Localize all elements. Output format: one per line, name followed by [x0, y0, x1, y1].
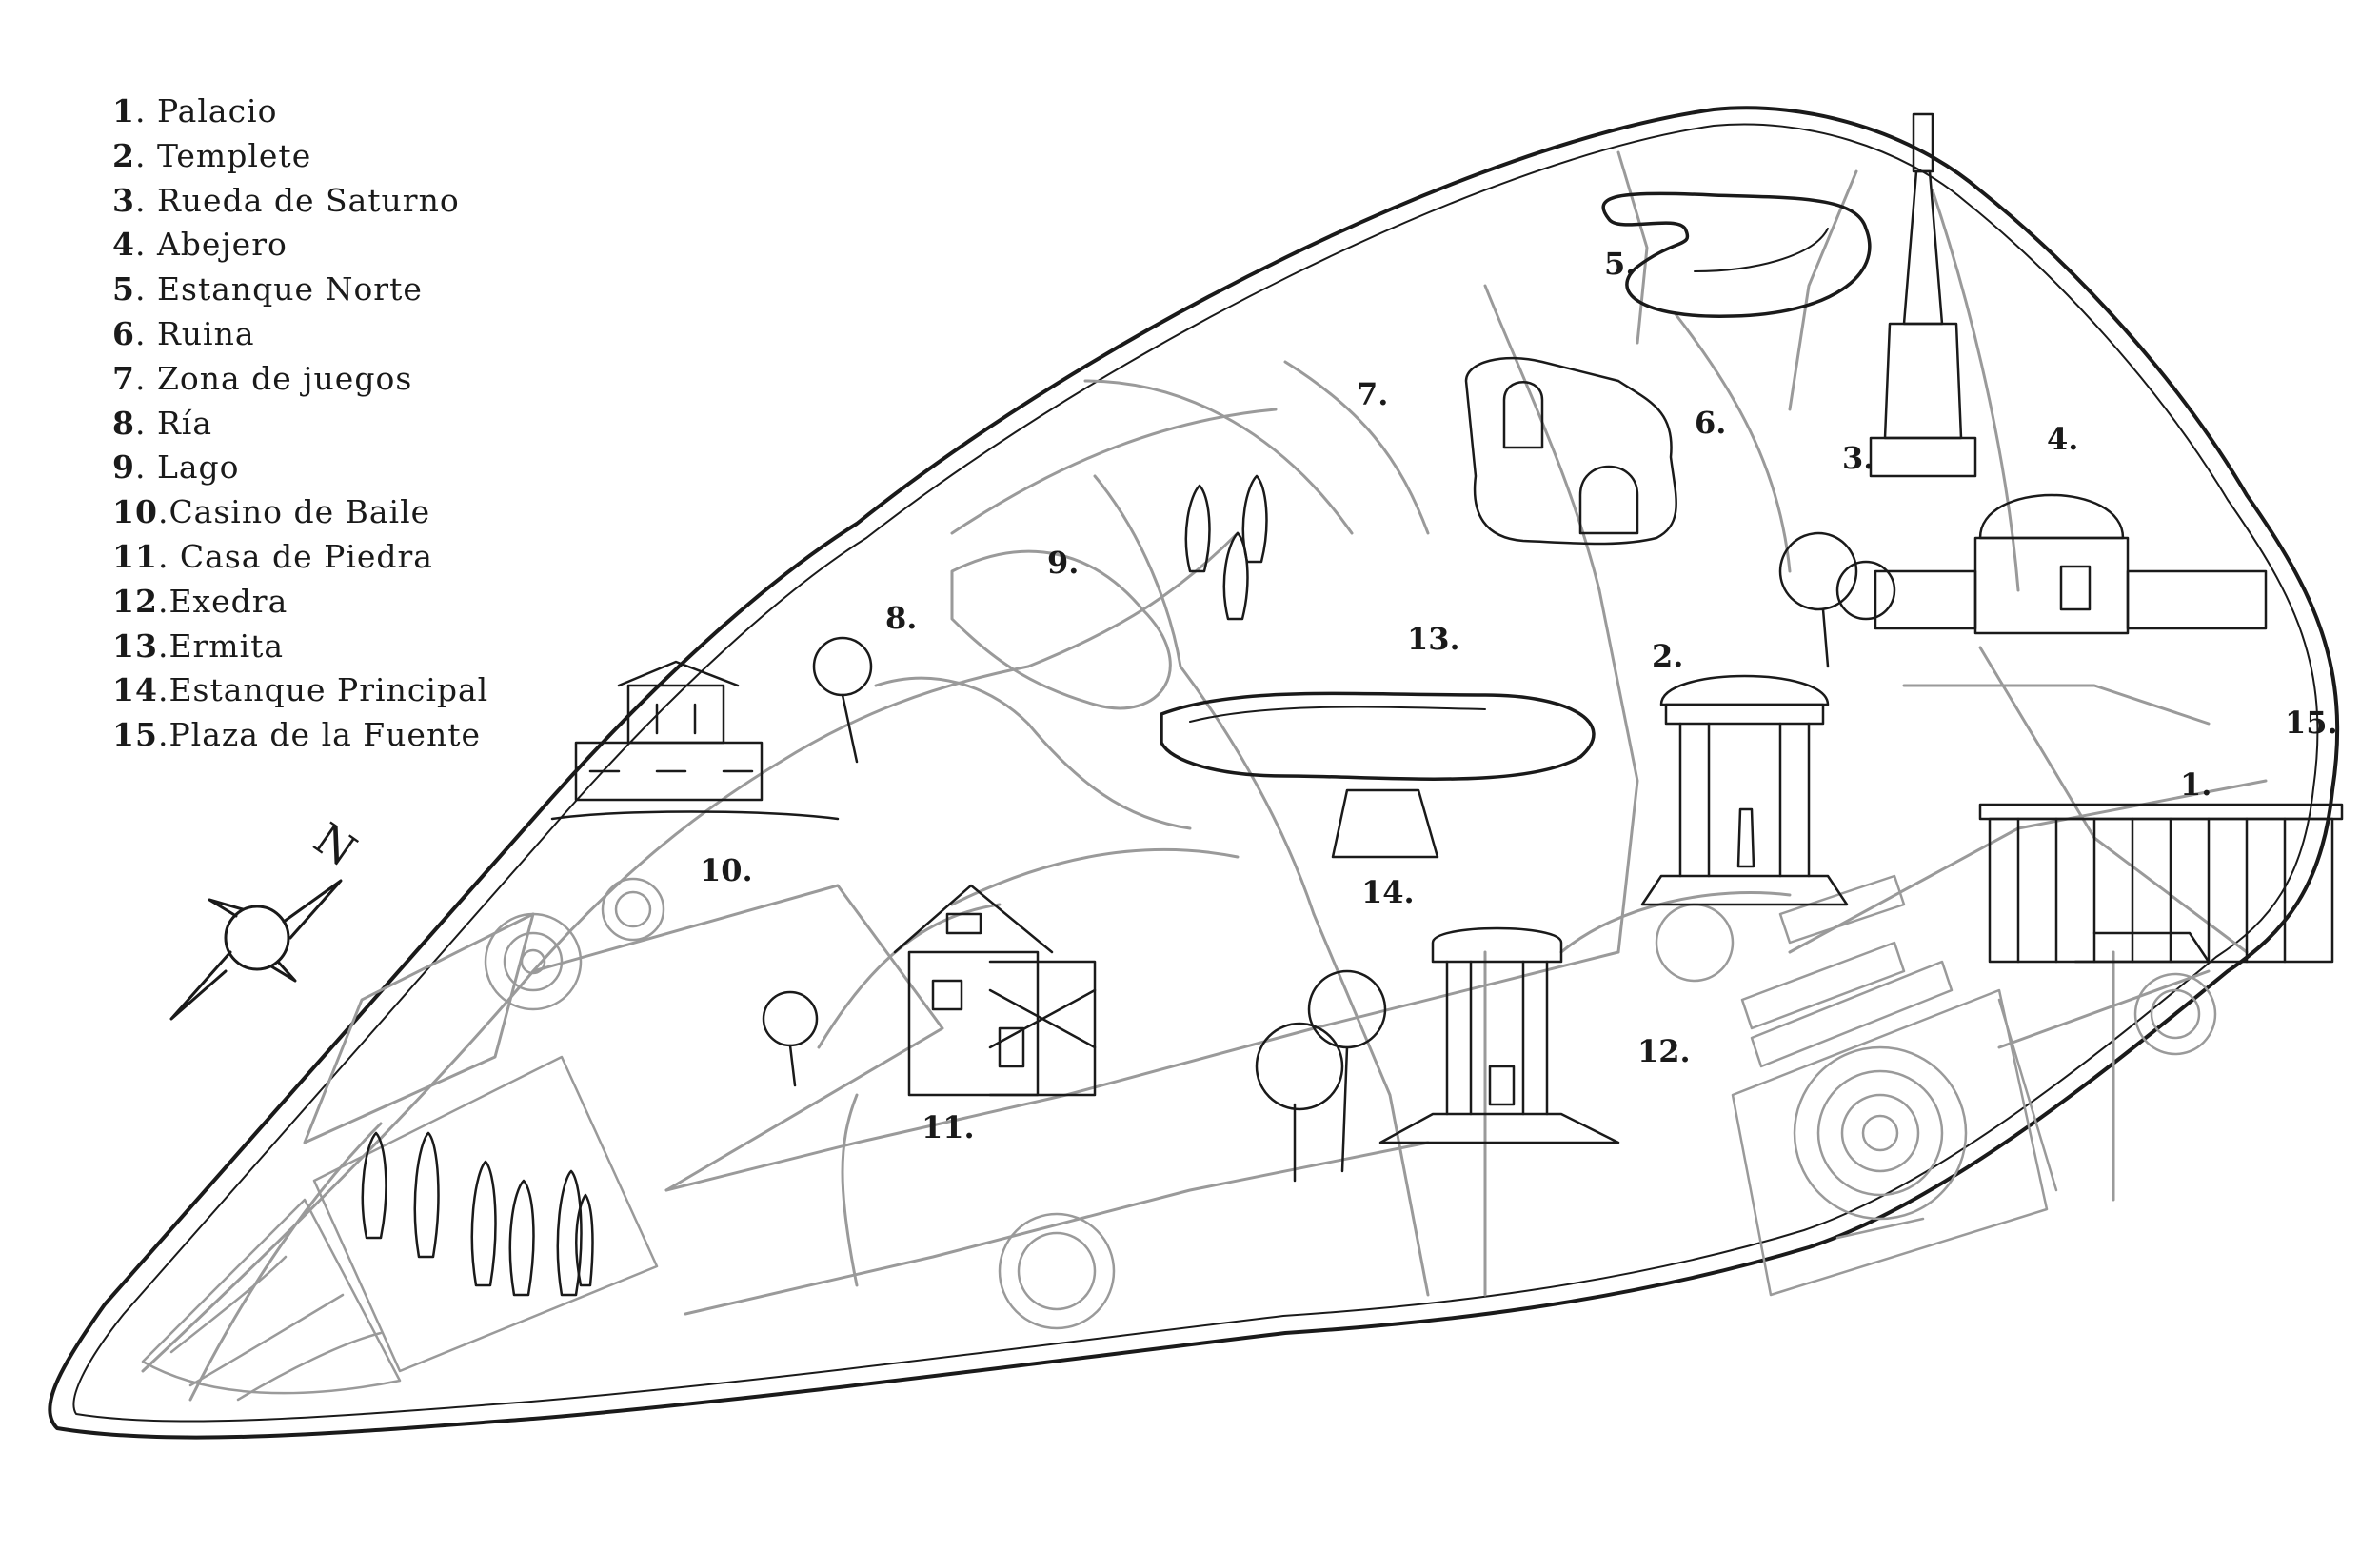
- map-label-estanque-norte: 5.: [1604, 246, 1636, 282]
- park-boundary-inner: [72, 123, 2319, 1423]
- exedra-drawing: [1378, 926, 1620, 1144]
- abejero-drawing: [1874, 493, 2268, 635]
- map-label-lago: 9.: [1047, 545, 1080, 581]
- map-label-plaza-de-la-fuente: 15.: [2285, 705, 2338, 741]
- ruina-drawing: [1464, 356, 1677, 546]
- casino-de-baile-drawing: [550, 660, 840, 821]
- buildings: [550, 112, 2344, 1144]
- legend-item: 12.Exedra: [112, 582, 288, 620]
- legend-item: 1. Palacio: [112, 92, 278, 129]
- labyrinth: [1731, 874, 2058, 1297]
- river-8: [874, 676, 1192, 830]
- north-pond: [1601, 191, 1872, 318]
- legend-item: 11. Casa de Piedra: [112, 537, 433, 575]
- map-label-ermita: 13.: [1407, 621, 1460, 657]
- parterre-gardens: [141, 877, 2217, 1402]
- map-label-ria: 8.: [885, 600, 918, 636]
- map-label-abejero: 4.: [2047, 421, 2079, 457]
- rueda-de-saturno-drawing: [1869, 112, 1977, 478]
- legend-item: 5. Estanque Norte: [112, 270, 423, 308]
- map-label-casa-de-piedra: 11.: [922, 1109, 975, 1145]
- legend-item: 15.Plaza de la Fuente: [112, 716, 482, 754]
- map-label-templete: 2.: [1652, 638, 1684, 674]
- legend-list: 1. Palacio 2. Templete 3. Rueda de Satur…: [112, 90, 488, 758]
- legend-item: 3. Rueda de Saturno: [112, 181, 460, 219]
- map-label-ruina: 6.: [1695, 405, 1727, 441]
- legend-item: 13.Ermita: [112, 627, 285, 665]
- map-label-casino-de-baile: 10.: [700, 852, 753, 888]
- legend-item: 9. Lago: [112, 448, 240, 487]
- map-label-rueda-de-saturno: 3.: [1842, 440, 1874, 476]
- map-label-zona-de-juegos: 7.: [1357, 376, 1389, 412]
- templete-drawing: [1640, 674, 1849, 906]
- legend-item: 6. Ruina: [112, 314, 255, 352]
- casa-de-piedra-drawing: [893, 884, 1097, 1097]
- compass-rose: [169, 879, 343, 1021]
- main-pond: [1160, 691, 1596, 859]
- legend-item: 14.Estanque Principal: [112, 671, 489, 709]
- park-boundary-outer: [48, 106, 2340, 1440]
- map-label-estanque-principal: 14.: [1361, 874, 1415, 910]
- trees: [361, 474, 1896, 1297]
- map-label-palacio: 1.: [2180, 766, 2212, 803]
- legend-item: 2. Templete: [112, 136, 312, 174]
- legend-item: 7. Zona de juegos: [112, 359, 413, 397]
- map-label-exedra: 12.: [1637, 1033, 1691, 1069]
- lake-9: [950, 549, 1172, 710]
- legend-item: 10.Casino de Baile: [112, 493, 431, 531]
- legend-item: 4. Abejero: [112, 226, 288, 264]
- legend-item: 8. Ría: [112, 404, 213, 442]
- palacio-drawing: [1978, 803, 2344, 964]
